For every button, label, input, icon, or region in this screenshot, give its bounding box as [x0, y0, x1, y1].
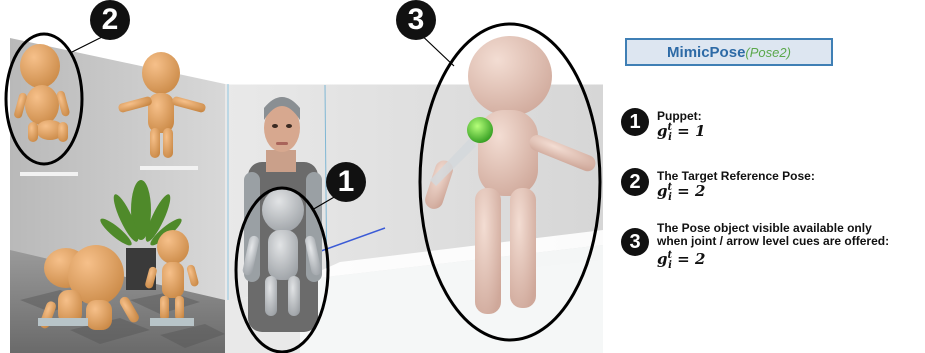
legend-badge-2: 2 [621, 168, 649, 196]
legend-formula-3: gti = 2 [657, 250, 705, 271]
legend-panel: MimicPose(Pose2) 1 Puppet: gti = 1 2 The… [603, 0, 925, 353]
title-sub: (Pose2) [745, 45, 791, 60]
title-text: MimicPose(Pose2) [627, 44, 831, 61]
legend-badge-1: 1 [621, 108, 649, 136]
callout-badge-2: 2 [90, 0, 130, 40]
legend-label-pose-object-line2: when joint / arrow level cues are offere… [657, 235, 889, 248]
legend-formula-2: gti = 2 [657, 182, 705, 203]
legend-badge-3: 3 [621, 228, 649, 256]
title-main: MimicPose [667, 44, 745, 61]
callout-badge-1: 1 [326, 162, 366, 202]
callout-badge-3: 3 [396, 0, 436, 40]
legend-formula-1: gti = 1 [657, 122, 705, 143]
scene-render [0, 0, 603, 353]
scene-viewport[interactable]: 2 3 1 [0, 0, 603, 353]
title-box: MimicPose(Pose2) [625, 38, 833, 66]
